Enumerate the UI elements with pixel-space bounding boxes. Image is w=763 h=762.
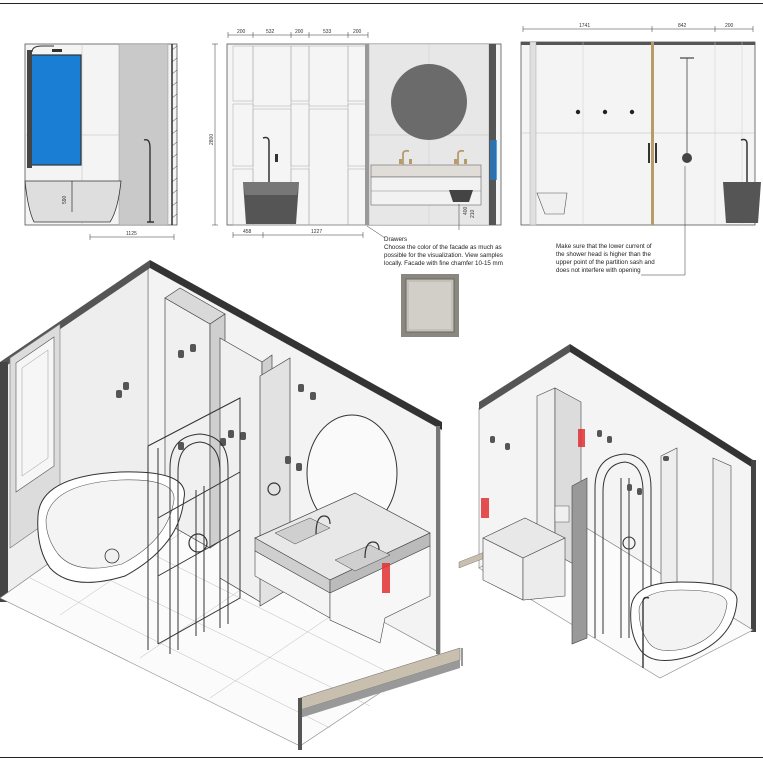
dim-side-2: 210 (470, 209, 476, 218)
dim-bottom-2: 1227 (311, 229, 322, 235)
window-pane (30, 54, 82, 166)
dim-height: 590 (62, 195, 68, 204)
round-mirror (391, 64, 467, 140)
dim-top-3: 200 (725, 23, 734, 29)
dim-width: 1125 (126, 231, 137, 237)
elevation-middle: 200 532 200 533 200 2800 (209, 29, 502, 238)
dim-top-1: 1741 (579, 23, 590, 29)
dim-top-4: 533 (323, 29, 332, 35)
dim-top-5: 200 (353, 29, 362, 35)
dim-top-2: 532 (266, 29, 275, 35)
elevation-left: 590 1125 (24, 43, 178, 240)
drawers-note-leader (366, 225, 386, 239)
shower-note-line-1: Make sure that the lower current of (556, 243, 652, 250)
dim-top-3: 200 (295, 29, 304, 35)
shower-note: Make sure that the lower current of the … (556, 243, 696, 275)
red-marker-iso (382, 563, 390, 593)
isometric-view-right (458, 344, 756, 679)
sheet-bottom-border (0, 757, 763, 758)
dim-total-height: 2800 (209, 134, 215, 145)
sheet-top-border (0, 3, 763, 4)
drawers-note-line-1: Choose the color of the facade as much a… (384, 244, 502, 251)
dim-bottom-1: 458 (243, 229, 252, 235)
drawers-note: Drawers Choose the color of the facade a… (384, 236, 514, 268)
drawers-note-line-2: possible for the visualization. View sam… (384, 252, 503, 259)
drawers-note-line-3: locally. Facade with fine chamfer 10-15 … (384, 260, 503, 267)
drawer-facade-sample (401, 274, 459, 337)
elevation-right: 1741 842 200 (520, 23, 761, 276)
shower-note-line-2: the shower head is higher than the (556, 251, 651, 258)
dim-side-1: 400 (463, 206, 469, 215)
isometric-view-left (0, 260, 463, 750)
shower-note-line-4: does not interfere with opening (556, 267, 641, 274)
dim-top-2: 842 (678, 23, 687, 29)
drawers-note-title: Drawers (384, 236, 408, 243)
shower-note-line-3: upper point of the partition sash and (556, 259, 655, 266)
red-marker-iso-3 (481, 498, 489, 518)
red-marker-iso-2 (578, 429, 585, 447)
dim-top-1: 200 (237, 29, 246, 35)
